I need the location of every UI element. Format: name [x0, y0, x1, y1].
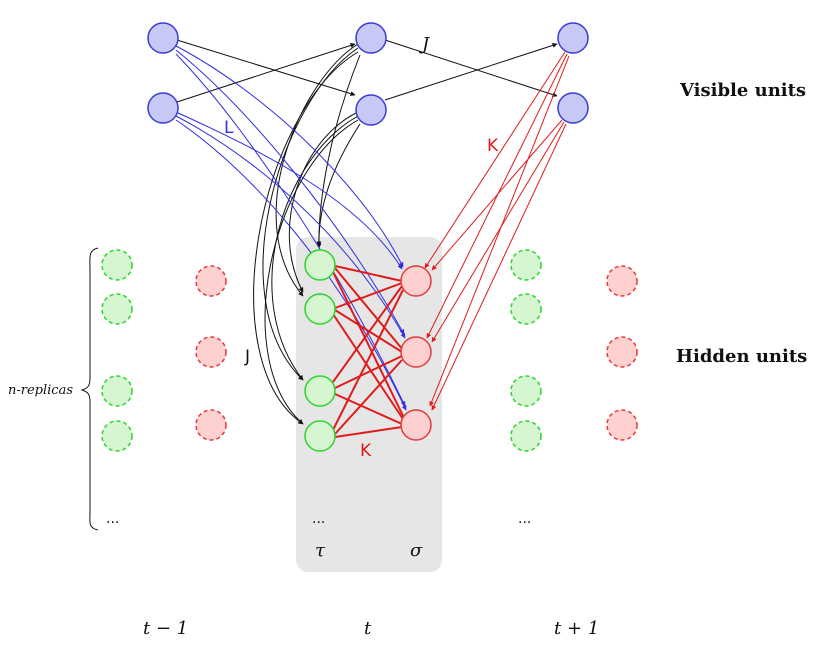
visible-units-label: Visible units: [679, 80, 806, 101]
edge-label-j-left: J: [244, 347, 250, 367]
sigma-node-dashed: [606, 336, 638, 368]
tau-units-t: [304, 249, 336, 452]
sigma-node: [400, 409, 432, 441]
replica-brace: [80, 247, 99, 531]
tau-node-dashed: [510, 249, 542, 281]
replicas-label: n-replicas: [8, 383, 73, 398]
tau-node-dashed: [510, 375, 542, 407]
j-edges-tau: [253, 43, 361, 425]
tau-node: [304, 249, 336, 281]
sigma-label: σ: [410, 540, 423, 561]
edge-label-l: L: [224, 118, 234, 138]
edge-label-k-bottom: K: [360, 441, 372, 461]
hidden-units-t-plus-1: [510, 249, 638, 452]
time-label-now: t: [364, 618, 372, 639]
visible-node: [557, 92, 589, 124]
sigma-node: [400, 336, 432, 368]
edge-label-k-top: K: [487, 136, 499, 156]
sigma-node-dashed: [195, 336, 227, 368]
tau-node-dashed: [101, 249, 133, 281]
sigma-node-dashed: [195, 265, 227, 297]
tau-node-dashed: [101, 420, 133, 452]
visible-node: [147, 22, 179, 54]
visible-node: [557, 22, 589, 54]
hidden-units-t-minus-1: [101, 249, 227, 452]
sigma-node: [400, 265, 432, 297]
tau-node-dashed: [510, 293, 542, 325]
visible-node: [147, 92, 179, 124]
sigma-node-dashed: [195, 409, 227, 441]
visible-node: [355, 94, 387, 126]
sigma-node-dashed: [606, 409, 638, 441]
tau-node-dashed: [101, 375, 133, 407]
l-edges: [175, 45, 407, 411]
edge-label-j-top: J: [418, 34, 431, 55]
tau-node: [304, 420, 336, 452]
k-edges-visible: [424, 51, 570, 411]
ellipsis-right: ...: [518, 511, 531, 527]
tau-node-dashed: [510, 420, 542, 452]
hidden-layer-panel: [296, 237, 442, 572]
visible-units: [147, 22, 589, 126]
visible-node: [355, 22, 387, 54]
tau-node-dashed: [101, 293, 133, 325]
time-label-prev: t − 1: [143, 618, 188, 639]
ellipsis-mid: ...: [312, 511, 325, 527]
ellipsis-left: ...: [106, 511, 119, 527]
time-label-next: t + 1: [554, 618, 599, 639]
hidden-units-label: Hidden units: [676, 346, 807, 367]
tau-node: [304, 375, 336, 407]
j-edges-visible: [176, 39, 558, 103]
sigma-node-dashed: [606, 265, 638, 297]
k-edges-hidden: [332, 265, 406, 438]
tau-node: [304, 293, 336, 325]
tau-label: τ: [315, 540, 326, 561]
sigma-units-t: [400, 265, 432, 441]
